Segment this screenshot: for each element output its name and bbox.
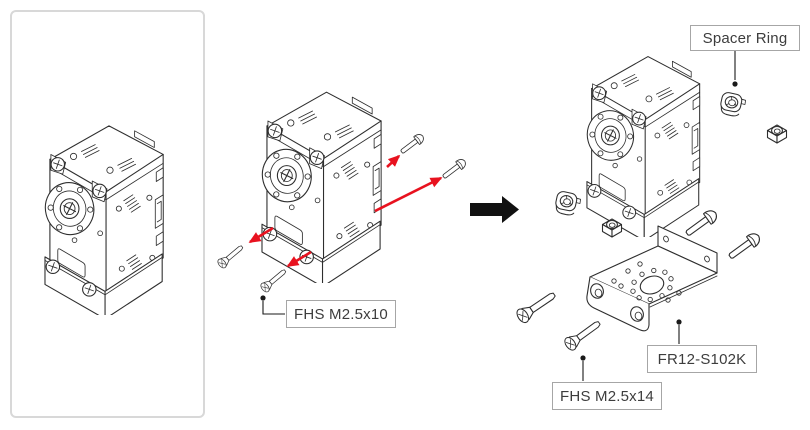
proceed-arrow-icon [470, 196, 519, 223]
callout-leader-fr12 [676, 319, 682, 344]
original-state-panel-border [10, 10, 205, 418]
callout-leader-spacer-ring [732, 51, 738, 87]
actuator-illustration [586, 56, 701, 237]
callout-leader-fhs10 [260, 295, 285, 315]
frame-bracket [586, 225, 718, 332]
screw-direction-arrows [248, 154, 443, 268]
step-arrow [470, 196, 519, 223]
fhs-m2-5x10-label: FHS M2.5x10 [286, 300, 396, 328]
spacer-ring-label: Spacer Ring [690, 25, 800, 51]
panel-screw-step [215, 91, 469, 315]
callout-leader-fhs14 [580, 355, 586, 381]
panel-frame-step [514, 51, 788, 381]
fhs-m2-5x14-label: FHS M2.5x14 [552, 382, 662, 410]
frame-flange-holes [590, 283, 644, 322]
frame-plate-holes [611, 261, 682, 303]
fr12-s102k-label: FR12-S102K [647, 345, 757, 373]
actuator-illustration [261, 91, 382, 283]
round-head-screws-step1 [398, 131, 469, 182]
